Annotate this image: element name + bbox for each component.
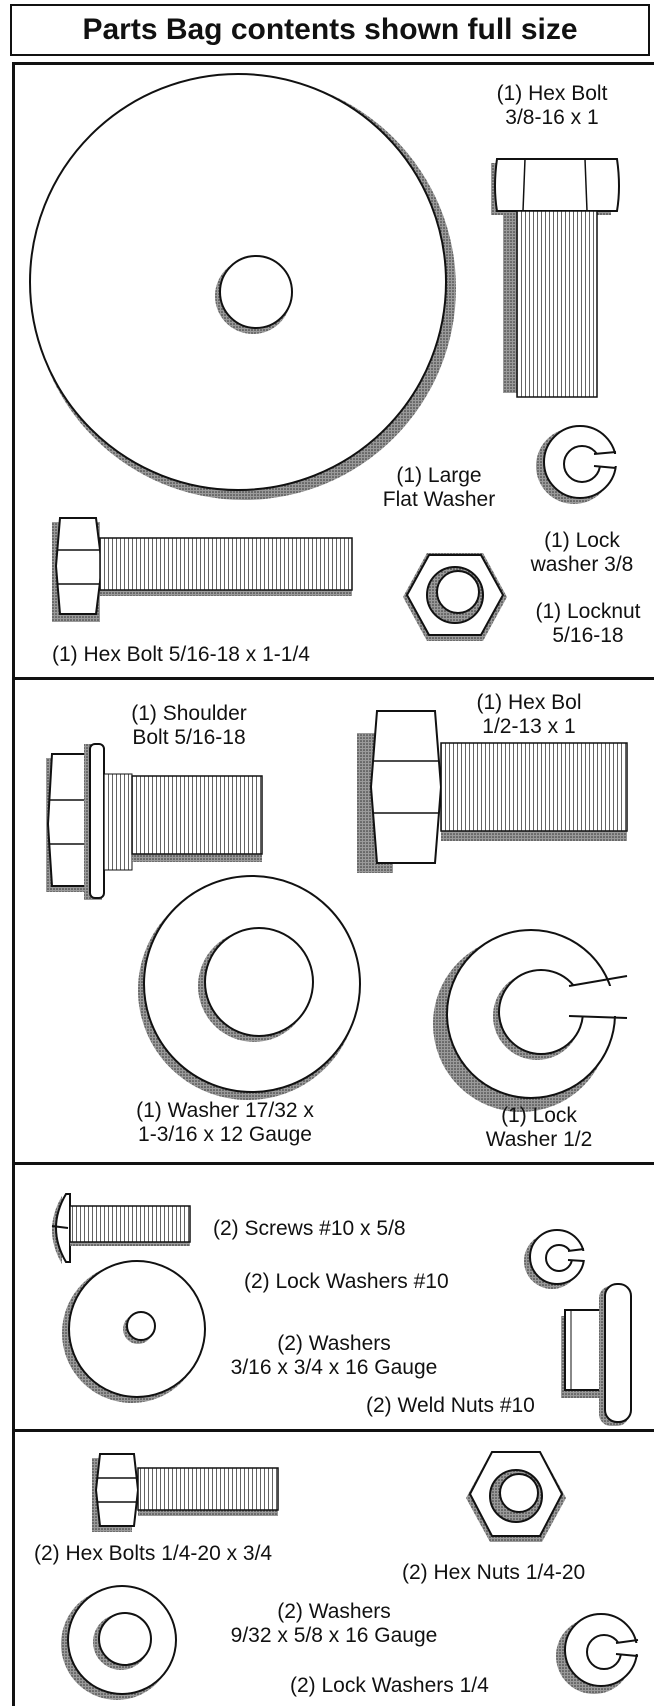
lock-washer-10-drawing <box>524 1229 590 1289</box>
label-lock-washers-10: (2) Lock Washers #10 <box>244 1270 449 1293</box>
screw-10-drawing <box>51 1193 191 1264</box>
large-flat-washer-drawing <box>29 73 456 500</box>
label-hex-nuts-1-4: (2) Hex Nuts 1/4-20 <box>402 1561 586 1584</box>
hex-bolt-3-8-drawing <box>491 158 620 398</box>
section-divider-2 <box>12 1162 654 1165</box>
section-divider-3 <box>12 1429 654 1432</box>
hex-bolt-1-2-drawing <box>357 710 628 873</box>
lock-washer-1-2-drawing <box>433 929 639 1112</box>
weld-nut-10-drawing <box>561 1283 632 1426</box>
washer-17-32-drawing <box>138 875 361 1100</box>
hex-bolt-1-4-drawing <box>92 1453 279 1532</box>
washer-3-16-drawing <box>62 1260 206 1403</box>
label-hex-bolts-1-4: (2) Hex Bolts 1/4-20 x 3/4 <box>34 1542 273 1565</box>
hex-nut-1-4-drawing <box>466 1451 566 1542</box>
section-divider-1 <box>12 677 654 680</box>
parts-frame <box>12 62 654 1706</box>
page-title: Parts Bag contents shown full size <box>10 4 650 56</box>
label-lock-washers-1-4: (2) Lock Washers 1/4 <box>290 1674 489 1697</box>
label-weld-nuts-10: (2) Weld Nuts #10 <box>366 1394 535 1417</box>
lock-washer-3-8-drawing <box>536 425 624 504</box>
label-screws-10: (2) Screws #10 x 5/8 <box>213 1217 406 1240</box>
shoulder-bolt-drawing <box>46 743 263 900</box>
parts-bag-sheet: Parts Bag contents shown full size <box>4 2 654 1706</box>
washer-9-32-drawing <box>61 1585 177 1700</box>
locknut-5-16-drawing <box>403 553 507 641</box>
lock-washer-1-4-drawing <box>556 1613 644 1694</box>
hex-bolt-5-16-drawing <box>52 517 353 622</box>
label-hex-bolt-5-16: (1) Hex Bolt 5/16-18 x 1-1/4 <box>52 643 310 666</box>
